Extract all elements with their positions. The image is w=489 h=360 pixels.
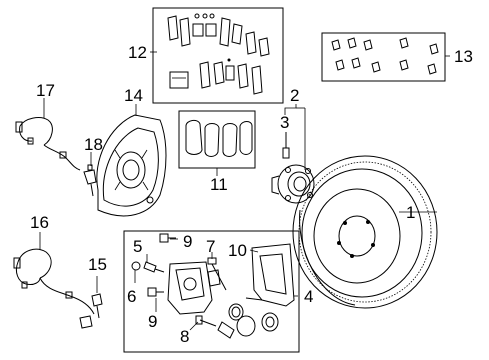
caliper-bracket <box>245 243 295 307</box>
callout-15: 15 <box>88 255 107 274</box>
callout-12: 12 <box>128 43 147 62</box>
callout-1: 1 <box>406 203 415 222</box>
wheel-speed-sensor-lower <box>79 293 103 329</box>
bleeder-screw <box>143 261 165 273</box>
wheel-speed-sensor-upper <box>83 164 97 197</box>
bleeder-cap <box>131 261 141 271</box>
hub-bearing <box>271 164 315 204</box>
callout-9-upper: 9 <box>183 232 192 251</box>
callout-13: 13 <box>454 47 473 66</box>
hub-bolt <box>282 132 290 159</box>
callout-7: 7 <box>206 237 215 256</box>
callout-14: 14 <box>124 86 143 105</box>
brake-pad-set <box>185 119 253 157</box>
sensor-harness-lower <box>13 248 95 315</box>
caliper-body <box>167 261 221 315</box>
callout-6: 6 <box>127 287 136 306</box>
brake-rotor <box>292 155 438 309</box>
callout-3: 3 <box>280 113 289 132</box>
callout-11: 11 <box>210 175 228 194</box>
leader-10 <box>249 249 259 253</box>
callout-2: 2 <box>290 86 299 105</box>
leader-2 <box>284 104 297 115</box>
piston-seal-kit <box>217 303 279 339</box>
callout-16: 16 <box>30 213 49 232</box>
brake-pad-set-box <box>178 110 256 169</box>
hardware-kit-contents <box>331 37 439 75</box>
callout-10: 10 <box>228 241 247 260</box>
callout-8: 8 <box>180 327 189 346</box>
hardware-kit-box <box>321 32 446 82</box>
guide-pin <box>207 257 227 291</box>
pad-kit-box <box>152 7 284 104</box>
dust-shield <box>96 114 167 217</box>
caliper-assembly-box <box>123 230 300 353</box>
sensor-harness-upper <box>15 117 81 171</box>
pad-kit-contents <box>167 13 270 95</box>
callout-5: 5 <box>133 237 142 256</box>
guide-pin-lower <box>195 315 217 327</box>
callout-17: 17 <box>36 81 55 100</box>
callout-18: 18 <box>84 135 103 154</box>
caliper-bolt-lower <box>147 287 164 297</box>
callout-9-lower: 9 <box>148 312 157 331</box>
caliper-bolt-upper <box>159 233 176 243</box>
callout-4: 4 <box>304 287 313 306</box>
